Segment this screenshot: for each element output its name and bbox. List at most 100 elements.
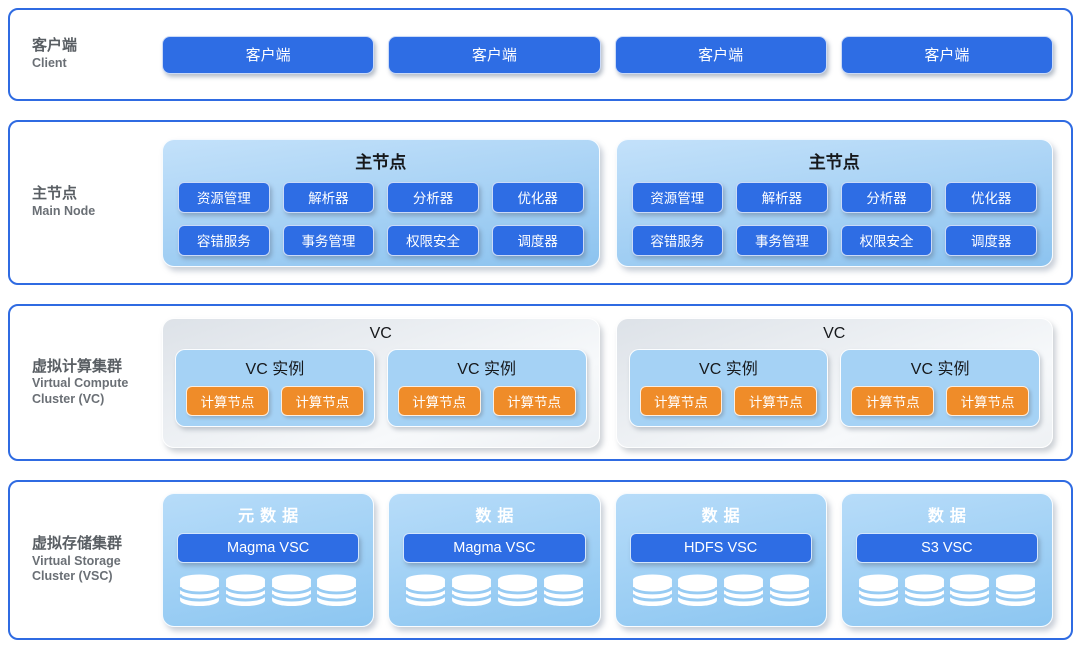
- storage-cylinders-row: [856, 573, 1038, 608]
- module-chip: 分析器: [840, 181, 933, 213]
- vc-label-zh: 虚拟计算集群: [32, 357, 123, 375]
- vc-panel-title: VC: [369, 324, 392, 342]
- vc-instance: VC 实例 计算节点 计算节点: [840, 348, 1040, 427]
- database-cylinder-icon: [404, 573, 447, 608]
- compute-nodes-row: 计算节点 计算节点: [186, 385, 364, 416]
- module-chip: 权限安全: [387, 224, 479, 256]
- client-button: 客户端: [162, 35, 375, 74]
- vsc-panel-title: 数据: [927, 508, 972, 525]
- database-cylinder-icon: [178, 573, 221, 608]
- vsc-panel: 数据 HDFS VSC: [614, 493, 827, 627]
- section-client: 客户端 Client 客户端 客户端 客户端 客户端: [8, 8, 1073, 101]
- vc-instance: VC 实例 计算节点 计算节点: [386, 348, 587, 427]
- main-node-panel-title: 主节点: [355, 152, 407, 172]
- section-virtual-storage-cluster: 虚拟存储集群 Virtual Storage Cluster (VSC) 元数据…: [8, 480, 1073, 640]
- vsc-panel: 数据 S3 VSC: [840, 493, 1053, 627]
- compute-node-chip: 计算节点: [946, 385, 1029, 416]
- storage-cylinders-row: [630, 573, 812, 608]
- vsc-engine-button: Magma VSC: [177, 533, 360, 563]
- database-cylinder-icon: [903, 573, 945, 608]
- client-label-en: Client: [32, 56, 67, 71]
- module-chip: 解析器: [736, 181, 828, 213]
- vsc-panel-title: 元数据: [238, 508, 305, 525]
- module-chip: 分析器: [387, 181, 479, 213]
- module-chip: 事务管理: [282, 224, 375, 256]
- database-cylinder-icon: [948, 573, 991, 608]
- database-cylinder-icon: [315, 573, 358, 608]
- vsc-label-en: Virtual Storage Cluster (VSC): [32, 553, 121, 584]
- vc-instance-title: VC 实例: [910, 360, 970, 378]
- vc-instance-title: VC 实例: [245, 360, 305, 378]
- vc-instance: VC 实例 计算节点 计算节点: [628, 348, 829, 427]
- compute-nodes-row: 计算节点 计算节点: [397, 385, 576, 416]
- compute-node-chip: 计算节点: [186, 385, 269, 416]
- vc-label-en: Virtual Compute Cluster (VC): [32, 376, 129, 406]
- compute-node-chip: 计算节点: [639, 385, 723, 416]
- module-chip: 解析器: [282, 181, 375, 213]
- storage-cylinders-row: [177, 573, 359, 608]
- database-cylinder-icon: [224, 573, 267, 608]
- vsc-engine-button: Magma VSC: [403, 533, 586, 563]
- database-cylinder-icon: [768, 573, 811, 608]
- vsc-panels-row: 元数据 Magma VSC 数据 Magma VSC: [162, 482, 1071, 638]
- vsc-engine-button: HDFS VSC: [629, 533, 812, 563]
- vc-instance-title: VC 实例: [457, 360, 516, 378]
- vsc-engine-button: S3 VSC: [855, 533, 1038, 563]
- client-button: 客户端: [840, 35, 1053, 74]
- vsc-panel: 元数据 Magma VSC: [162, 493, 375, 627]
- vc-instances-row: VC 实例 计算节点 计算节点 VC 实例 计算节点 计算节点: [163, 348, 599, 427]
- vc-instance: VC 实例 计算节点 计算节点: [175, 348, 375, 427]
- module-chip: 调度器: [491, 224, 584, 256]
- client-button: 客户端: [614, 35, 827, 74]
- database-cylinder-icon: [676, 573, 719, 608]
- client-band-label: 客户端 Client: [10, 10, 162, 99]
- client-button: 客户端: [388, 35, 601, 74]
- database-cylinder-icon: [496, 573, 539, 608]
- main-node-module-grid: 资源管理 解析器 分析器 优化器 容错服务 事务管理 权限安全 调度器: [163, 181, 599, 256]
- compute-nodes-row: 计算节点 计算节点: [851, 385, 1029, 416]
- vc-panel: VC VC 实例 计算节点 计算节点 VC 实例 计算节点 计算节点: [615, 317, 1053, 448]
- storage-cylinders-row: [403, 573, 585, 608]
- main-node-panel-title: 主节点: [808, 152, 860, 172]
- module-chip: 事务管理: [736, 224, 828, 256]
- main-node-panel: 主节点 资源管理 解析器 分析器 优化器 容错服务 事务管理 权限安全 调度器: [615, 138, 1053, 267]
- vsc-panel: 数据 Magma VSC: [388, 493, 601, 627]
- module-chip: 优化器: [945, 181, 1037, 213]
- vc-instances-row: VC 实例 计算节点 计算节点 VC 实例 计算节点 计算节点: [617, 348, 1053, 427]
- module-chip: 调度器: [945, 224, 1037, 256]
- module-chip: 容错服务: [631, 224, 724, 256]
- database-cylinder-icon: [542, 573, 584, 608]
- vc-panels-row: VC VC 实例 计算节点 计算节点 VC 实例 计算节点 计算节点: [162, 306, 1071, 459]
- main-node-label-en: Main Node: [32, 204, 96, 219]
- vc-panel-title: VC: [823, 324, 846, 342]
- vsc-panel-title: 数据: [701, 508, 746, 525]
- main-node-panels-row: 主节点 资源管理 解析器 分析器 优化器 容错服务 事务管理 权限安全 调度器 …: [162, 122, 1071, 283]
- main-node-module-grid: 资源管理 解析器 分析器 优化器 容错服务 事务管理 权限安全 调度器: [617, 181, 1053, 256]
- vsc-panel-title: 数据: [475, 508, 520, 525]
- compute-node-chip: 计算节点: [397, 385, 481, 416]
- compute-node-chip: 计算节点: [280, 385, 364, 416]
- section-virtual-compute-cluster: 虚拟计算集群 Virtual Compute Cluster (VC) VC V…: [8, 304, 1073, 461]
- vsc-band-label: 虚拟存储集群 Virtual Storage Cluster (VSC): [10, 482, 162, 638]
- database-cylinder-icon: [450, 573, 493, 608]
- module-chip: 权限安全: [840, 224, 933, 256]
- client-label-zh: 客户端: [32, 37, 78, 55]
- main-node-band-label: 主节点 Main Node: [10, 122, 162, 283]
- main-node-panel: 主节点 资源管理 解析器 分析器 优化器 容错服务 事务管理 权限安全 调度器: [162, 138, 600, 267]
- compute-node-chip: 计算节点: [492, 385, 576, 416]
- vc-instance-title: VC 实例: [699, 360, 758, 378]
- module-chip: 资源管理: [178, 181, 270, 213]
- compute-node-chip: 计算节点: [734, 385, 818, 416]
- database-cylinder-icon: [994, 573, 1037, 608]
- main-node-label-zh: 主节点: [32, 185, 78, 203]
- database-cylinder-icon: [722, 573, 765, 608]
- database-cylinder-icon: [270, 573, 312, 608]
- vc-band-label: 虚拟计算集群 Virtual Compute Cluster (VC): [10, 306, 162, 459]
- compute-node-chip: 计算节点: [851, 385, 935, 416]
- vc-panel: VC VC 实例 计算节点 计算节点 VC 实例 计算节点 计算节点: [162, 317, 600, 448]
- module-chip: 容错服务: [178, 224, 270, 256]
- section-main-node: 主节点 Main Node 主节点 资源管理 解析器 分析器 优化器 容错服务 …: [8, 120, 1073, 285]
- vsc-label-zh: 虚拟存储集群: [32, 535, 123, 552]
- database-cylinder-icon: [631, 573, 673, 608]
